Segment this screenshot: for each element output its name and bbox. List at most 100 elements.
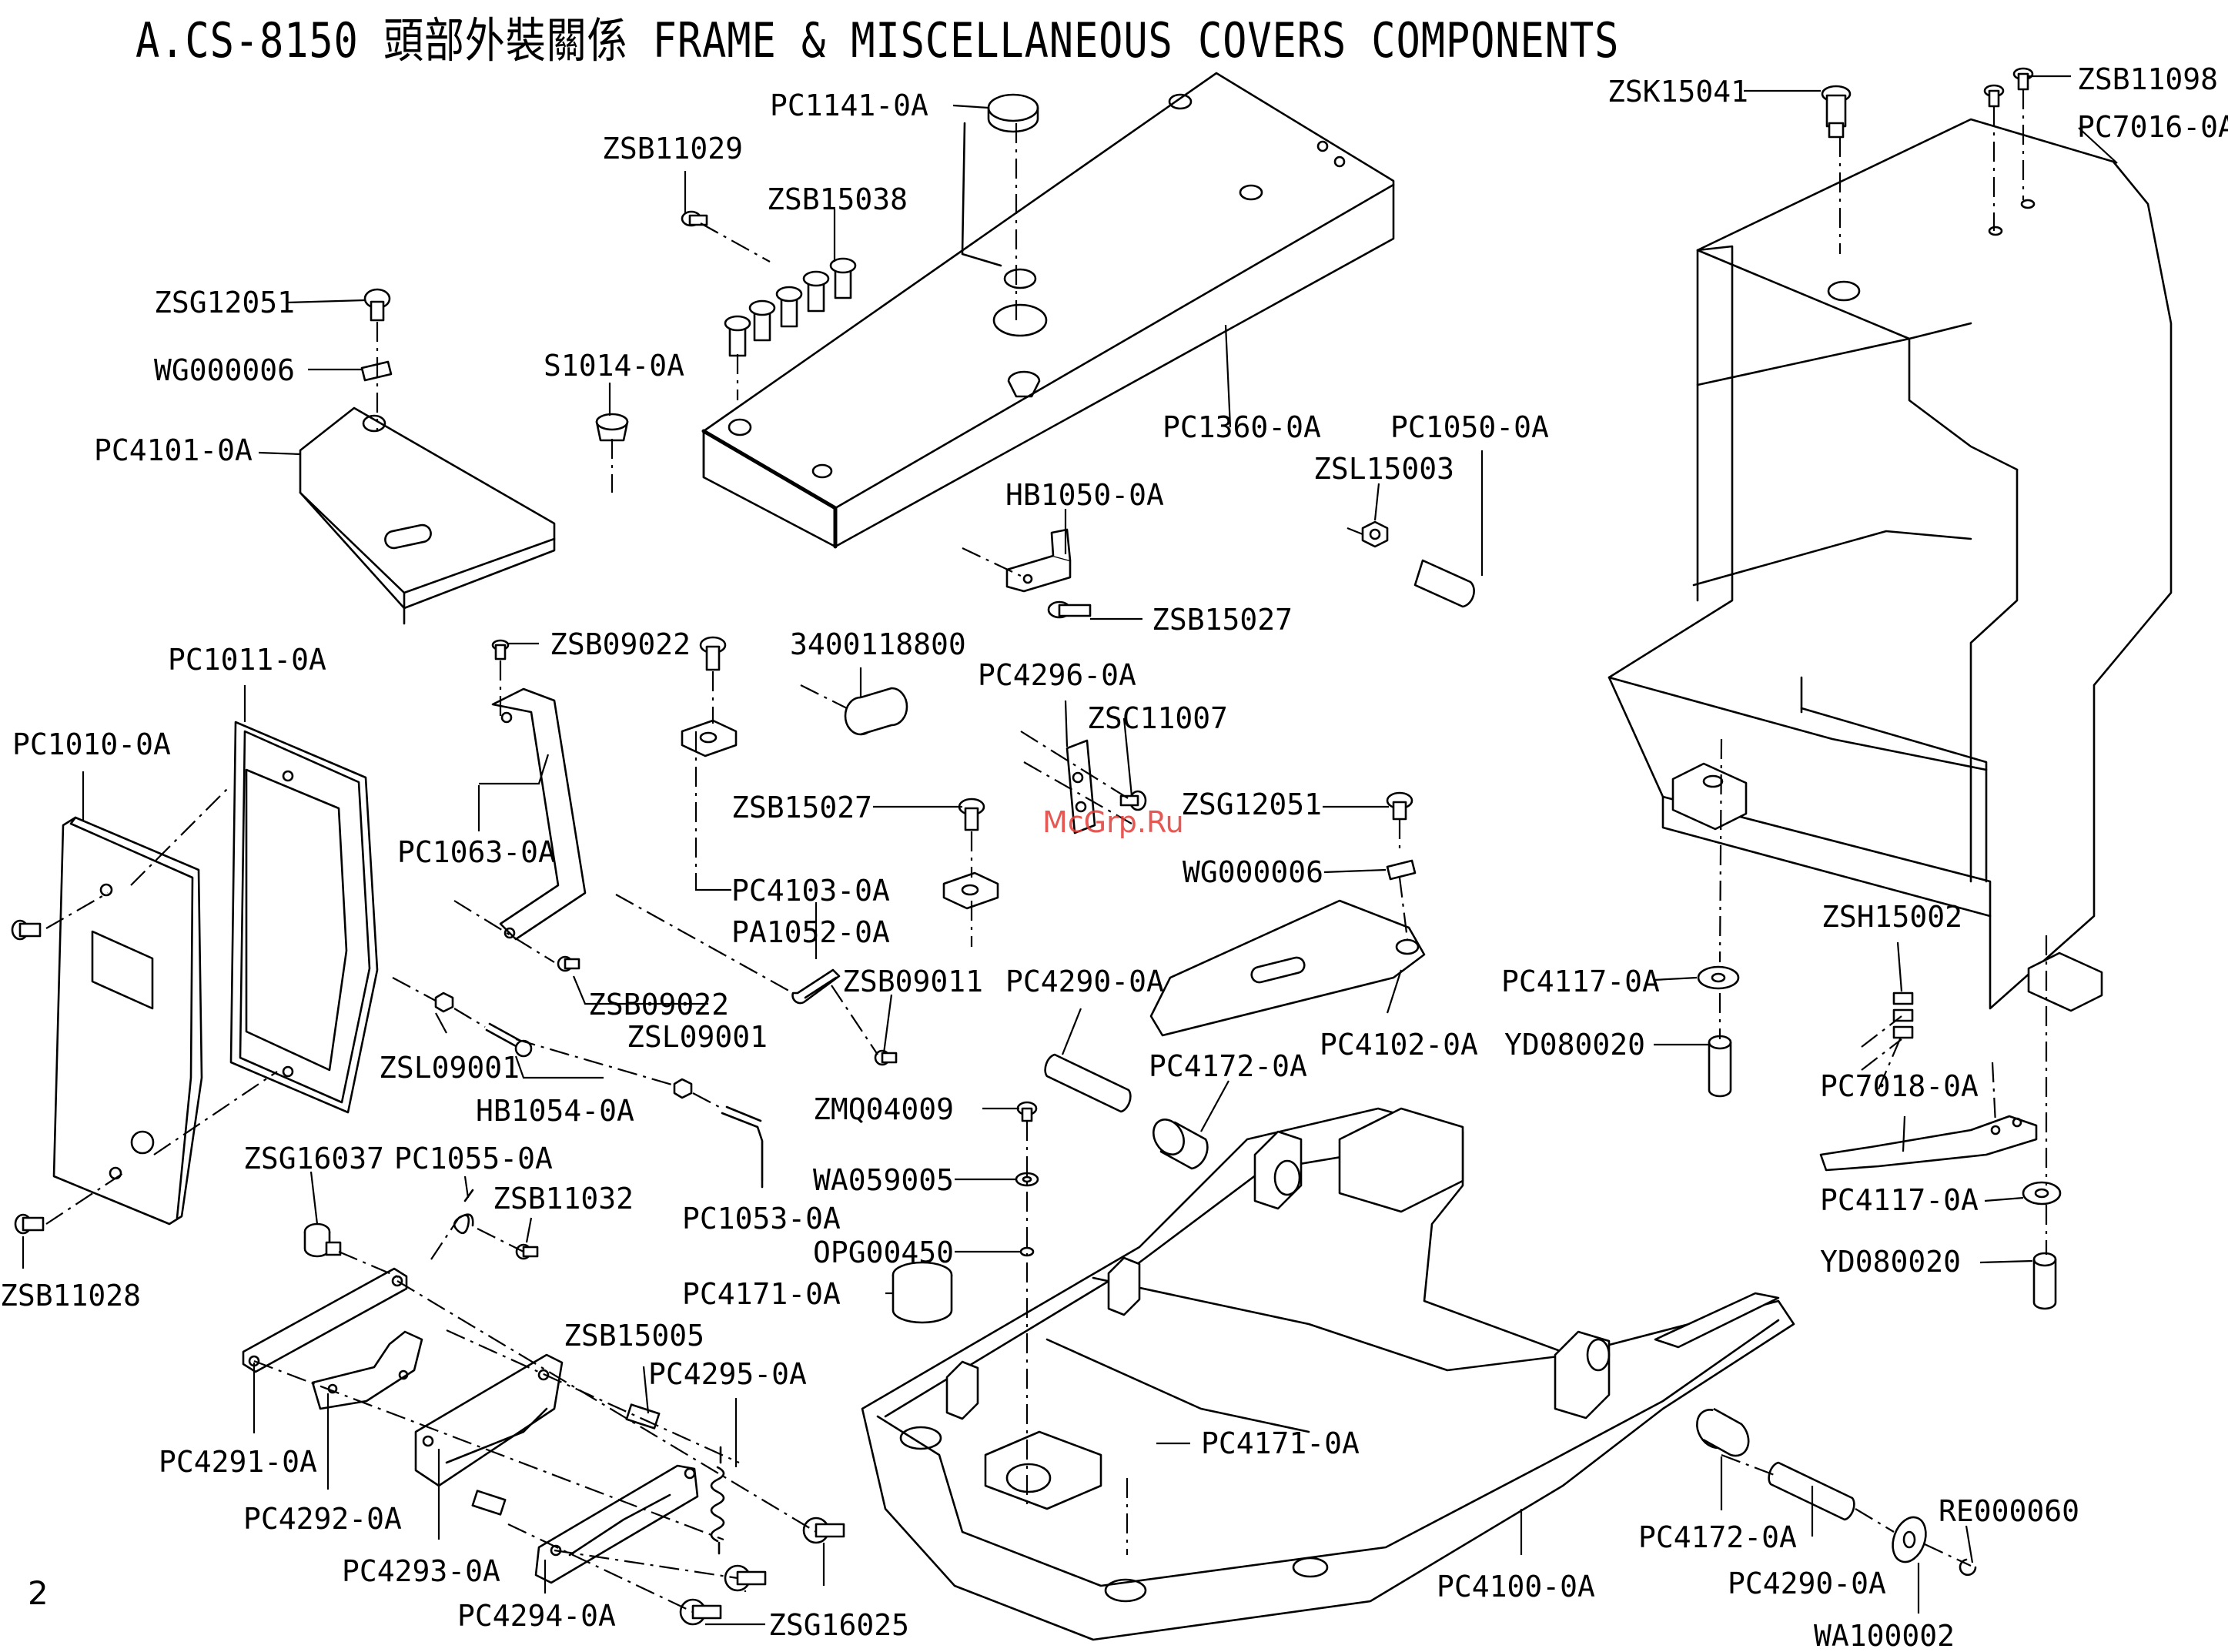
part-zsg12051-screw-right [1386,791,1413,821]
part-pc4102-plate [1149,899,1426,1037]
part-pc1063-handle [491,687,587,941]
part-pc1011-gasket [229,721,379,1114]
label-yd080020-lower: YD080020 [1820,1245,1961,1279]
label-pc4295: PC4295-0A [648,1357,807,1391]
label-zsl15003: ZSL15003 [1313,452,1454,486]
part-zsl09001-nut-b [673,1078,693,1099]
part-3400118800-knob [844,687,908,736]
part-zsh15002-setscrews [1892,992,1914,1039]
part-pc4117-washer-lower [2022,1181,2062,1206]
label-wg000006-top: WG000006 [154,353,295,387]
label-pc4291: PC4291-0A [159,1445,317,1479]
part-pc1053-pin [721,1105,764,1189]
part-zsg16025-shoulder-screw-c [679,1598,722,1626]
label-zsb11028: ZSB11028 [0,1279,141,1313]
part-pc4290-pin-upper [1044,1053,1132,1113]
label-zsh15002: ZSH15002 [1822,900,1962,934]
label-pc4102: PC4102-0A [1320,1028,1478,1062]
label-pc7016: PC7016-0A [2077,110,2228,144]
part-zsc11007-screw [1119,790,1147,811]
label-zsl09001-b: ZSL09001 [627,1020,768,1054]
part-hb1054-bolt [485,1022,533,1058]
label-pc4100: PC4100-0A [1437,1570,1595,1604]
label-zsk15041: ZSK15041 [1607,75,1748,109]
label-3400118800: 3400118800 [790,627,966,661]
label-pc1050: PC1050-0A [1390,410,1549,444]
part-zsb15027-screw-a [1047,600,1092,619]
part-zsb11029-screw [681,210,708,227]
part-pc4171-pad-upper [892,1261,953,1324]
part-zsb09011-screw [874,1049,898,1066]
part-zsl09001-nut-a [434,992,454,1013]
part-zsb11098-screws [1983,67,2034,108]
label-yd080020-upper: YD080020 [1504,1028,1645,1062]
label-pc4290-upper: PC4290-0A [1005,965,1164,998]
page-number: 2 [28,1574,49,1612]
part-wa100002-washer [1892,1516,1927,1563]
part-pc1050-knob [1413,559,1475,608]
label-pc7018: PC7018-0A [1820,1069,1979,1103]
part-pc4291-link [242,1267,408,1373]
part-pc1055-spring [453,1189,474,1235]
part-zsb15038-screws [724,257,857,357]
label-hb1050: HB1050-0A [1005,478,1164,512]
part-zsb09022-screw-lower [557,955,580,972]
label-wa059005: WA059005 [813,1163,954,1197]
part-hb1050-bracket [1005,528,1072,593]
part-pc7018-lever [1819,1115,2038,1172]
part-pc4117-washer-upper [1697,965,1740,990]
part-pc4293-cam-plate [414,1353,564,1487]
part-labels: PC1141-0A ZSB11029 ZSB15038 ZSG12051 WG0… [0,62,2228,1652]
label-hb1054: HB1054-0A [476,1094,634,1128]
part-zsg16025-shoulder-screw-b [724,1564,767,1592]
label-re000060: RE000060 [1939,1494,2079,1528]
label-pc4117-lower: PC4117-0A [1820,1183,1979,1217]
part-wg000006-washer-right [1386,859,1417,881]
label-pc1141: PC1141-0A [770,89,928,122]
label-pc4117-upper: PC4117-0A [1501,965,1660,998]
part-zmq04009-screw [1016,1101,1038,1122]
part-pc4103-clip-a [681,719,738,757]
label-s1014: S1014-0A [544,349,684,383]
label-zsb15005: ZSB15005 [564,1319,704,1353]
part-pc4101-bracket [299,406,556,625]
label-pc4101: PC4101-0A [94,433,253,467]
part-pc4103-clip-b [942,871,999,910]
label-zsb11098: ZSB11098 [2077,62,2218,96]
label-pc1053: PC1053-0A [682,1202,841,1236]
part-pc4172-bushing-lower [1696,1407,1750,1457]
part-yd080020-sleeve-upper [1708,1035,1732,1098]
part-s1014-plug [595,413,629,442]
label-pc4172-lower: PC4172-0A [1638,1520,1797,1554]
label-zsl09001-a: ZSL09001 [379,1051,520,1085]
part-zsb15005-setscrew-2 [471,1490,507,1516]
label-zmq04009: ZMQ04009 [813,1092,954,1126]
label-zsb15038: ZSB15038 [767,182,908,216]
part-zsg12051-screw-top [363,288,391,322]
part-zsg16037-stud [303,1222,342,1258]
label-pc4290-lower: PC4290-0A [1728,1567,1886,1600]
assembly-centerlines [45,89,2048,1613]
part-pc4292-bracket [311,1330,423,1410]
label-zsb15027-b: ZSB15027 [731,791,872,824]
part-pc4294-lever [534,1464,699,1584]
label-opg00450: OPG00450 [813,1236,954,1269]
part-pa1052-clip [791,968,841,1005]
label-pc4171-upper: PC4171-0A [682,1277,841,1311]
label-zsg12051-right: ZSG12051 [1181,788,1322,821]
label-zsb15027-a: ZSB15027 [1152,603,1293,637]
watermark-text: McGrp.Ru [1042,805,1184,839]
label-pc4103: PC4103-0A [731,874,890,908]
leader-lines [22,75,2118,1626]
part-pc4172-bushing-upper [1152,1119,1209,1170]
part-pc1141-cap [987,93,1039,133]
label-pc1360: PC1360-0A [1163,410,1321,444]
label-wa100002: WA100002 [1814,1619,1955,1652]
part-pc1010-faceplate [52,816,203,1226]
label-pa1052: PA1052-0A [731,915,890,949]
part-zsb11028-screw-upper [11,919,42,941]
part-zsb15027-screw-b [699,636,727,671]
label-pc4172-upper: PC4172-0A [1149,1049,1307,1083]
label-zsb09022-top: ZSB09022 [550,627,691,661]
